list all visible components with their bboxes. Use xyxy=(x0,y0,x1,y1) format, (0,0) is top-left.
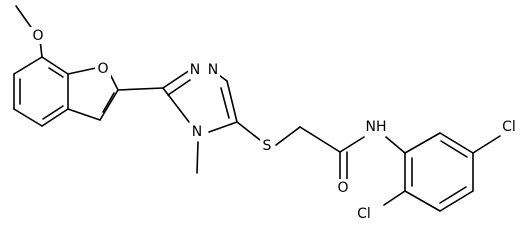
chlorine-top: Cl xyxy=(498,118,520,135)
bond xyxy=(41,108,69,127)
atom-labels: O O N N N S O NH xyxy=(30,27,520,222)
bond xyxy=(162,69,191,89)
bond xyxy=(99,89,119,121)
triazole-nitrogen-4: N xyxy=(190,123,204,140)
bond xyxy=(48,67,64,78)
atom-label: O xyxy=(97,61,108,77)
bond xyxy=(13,56,43,75)
atom-label: N xyxy=(192,124,202,140)
chlorine-bottom: Cl xyxy=(353,205,375,222)
atom-label: O xyxy=(32,28,43,44)
bond xyxy=(15,5,34,31)
bond xyxy=(439,186,467,204)
atom-label: Cl xyxy=(502,119,516,135)
bond xyxy=(439,132,474,154)
atom-label: S xyxy=(263,138,272,154)
bond xyxy=(299,126,341,153)
bond xyxy=(404,190,441,212)
bond xyxy=(383,190,406,206)
bond xyxy=(404,132,441,154)
triazole-nitrogen-2: N xyxy=(206,61,220,78)
amide-nitrogen: NH xyxy=(363,118,389,135)
thioether-sulfur: S xyxy=(260,137,274,154)
bond xyxy=(208,121,238,133)
methoxy-oxygen: O xyxy=(30,27,46,44)
amide-oxygen: O xyxy=(335,179,351,196)
bond xyxy=(117,87,164,91)
atom-label: NH xyxy=(366,119,387,135)
furan-oxygen: O xyxy=(95,60,111,77)
triazole-nitrogen-1: N xyxy=(188,61,202,78)
bond xyxy=(109,73,119,91)
bond xyxy=(67,108,101,121)
bond xyxy=(226,80,238,123)
bond xyxy=(196,141,199,174)
bond xyxy=(275,126,301,146)
bond xyxy=(167,79,191,96)
bond xyxy=(102,92,115,113)
atom-label: O xyxy=(337,180,348,196)
bond xyxy=(472,135,501,154)
bond xyxy=(439,190,474,212)
bond xyxy=(41,56,69,75)
structure-canvas: O O N N N S O NH xyxy=(13,5,520,222)
bond xyxy=(220,87,230,119)
bond xyxy=(440,140,468,158)
bond xyxy=(236,121,261,141)
bond xyxy=(42,105,64,120)
bond xyxy=(385,136,406,154)
bond xyxy=(13,108,43,127)
bond xyxy=(67,67,97,75)
bond-lines xyxy=(13,5,501,212)
atom-label: Cl xyxy=(357,206,371,222)
bond xyxy=(162,87,190,123)
bond xyxy=(339,136,365,153)
atom-label: N xyxy=(190,62,200,78)
atom-label: N xyxy=(208,62,218,78)
chemical-structure: O O N N N S O NH xyxy=(13,5,520,222)
